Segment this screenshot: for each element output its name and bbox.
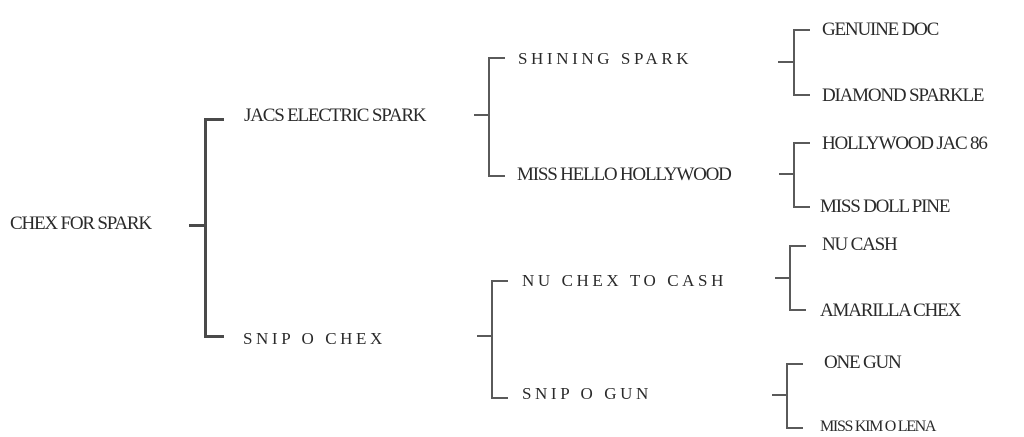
- connector-dam: [488, 175, 505, 177]
- great-grandparent-name: NU CASH: [822, 234, 898, 255]
- great-grandparent-name: ONE GUN: [824, 352, 902, 373]
- connector-vertical: [793, 142, 795, 208]
- great-grandparent-name: AMARILLA CHEX: [820, 300, 961, 321]
- sire-name: JACS ELECTRIC SPARK: [244, 105, 427, 126]
- connector-sire: [789, 245, 806, 247]
- connector-stub: [477, 335, 493, 337]
- connector-sire: [793, 142, 810, 144]
- connector-vertical: [793, 29, 795, 96]
- connector-dam: [789, 309, 806, 311]
- connector-dam: [786, 427, 803, 429]
- subject-name: CHEX FOR SPARK: [10, 213, 152, 234]
- connector-stub: [775, 277, 791, 279]
- connector-stub: [474, 114, 490, 116]
- connector-vertical: [491, 280, 493, 399]
- connector-stub: [772, 394, 788, 396]
- connector-sire: [488, 57, 505, 59]
- connector-vertical: [786, 363, 788, 429]
- connector-stub: [189, 224, 206, 227]
- great-grandparent-name: MISS DOLL PINE: [820, 196, 950, 217]
- connector-sire: [793, 29, 810, 31]
- connector-sire: [491, 280, 508, 282]
- great-grandparent-name: GENUINE DOC: [822, 19, 939, 40]
- great-grandparent-name: HOLLYWOOD JAC 86: [822, 133, 988, 154]
- sire-sire-name: SHINING SPARK: [518, 49, 693, 68]
- connector-vertical: [789, 245, 791, 311]
- dam-sire-name: NU CHEX TO CASH: [522, 271, 727, 290]
- connector-dam: [793, 94, 810, 96]
- connector-dam: [491, 397, 508, 399]
- connector-sire: [204, 118, 224, 121]
- connector-dam: [793, 206, 810, 208]
- connector-stub: [779, 173, 795, 175]
- dam-name: SNIP O CHEX: [243, 329, 386, 348]
- connector-vertical: [488, 57, 490, 177]
- great-grandparent-name: DIAMOND SPARKLE: [822, 85, 984, 106]
- connector-stub: [778, 61, 795, 63]
- connector-dam: [204, 335, 224, 338]
- sire-dam-name: MISS HELLO HOLLYWOOD: [517, 164, 732, 185]
- connector-sire: [786, 363, 803, 365]
- dam-dam-name: SNIP O GUN: [522, 384, 652, 403]
- great-grandparent-name: MISS KIM O LENA: [820, 418, 936, 435]
- connector-vertical: [204, 118, 207, 338]
